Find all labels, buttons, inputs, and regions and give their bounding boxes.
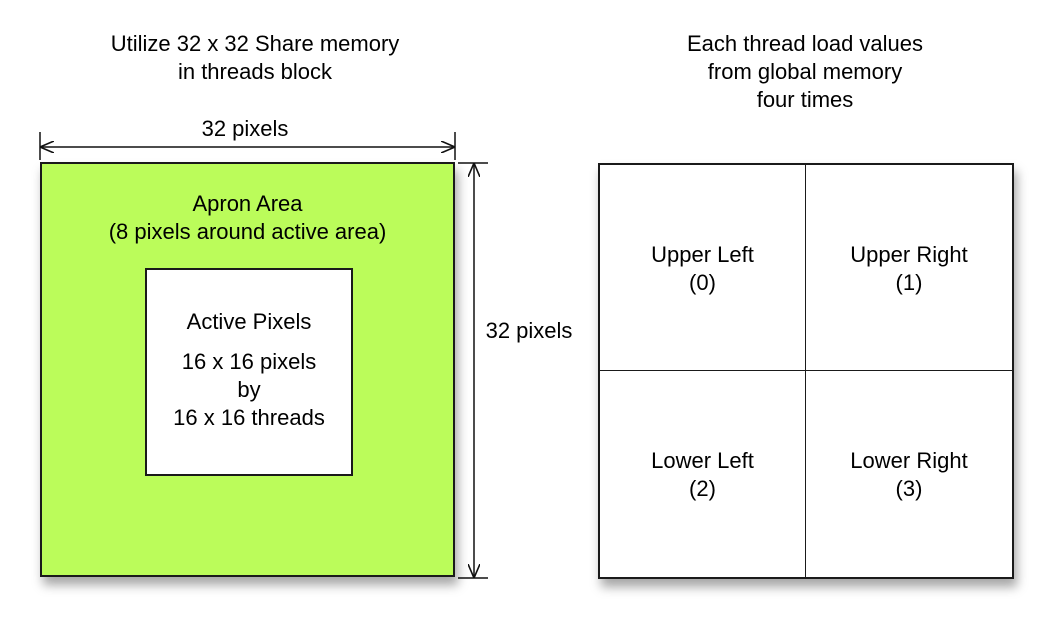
apron-title: Apron Area: [192, 191, 303, 216]
right-caption-line2: from global memory: [707, 59, 903, 84]
height-dimension-label: 32 pixels: [485, 318, 573, 343]
right-caption-line3: four times: [756, 87, 854, 112]
right-caption: Each thread load values from global memo…: [620, 30, 990, 114]
quadrant-index: (1): [895, 270, 923, 295]
apron-label: Apron Area (8 pixels around active area): [42, 190, 453, 246]
quadrant-index: (2): [689, 476, 716, 501]
active-detail: 16 x 16 pixels by 16 x 16 threads: [147, 348, 351, 432]
quadrant-index: (0): [689, 270, 716, 295]
active-title: Active Pixels: [186, 309, 312, 334]
quadrant-lower-left: Lower Left (2): [600, 371, 806, 577]
active-line1: 16 x 16 pixels: [181, 349, 317, 374]
quadrant-name: Lower Left: [651, 448, 754, 473]
left-caption: Utilize 32 x 32 Share memory in threads …: [80, 30, 430, 86]
quadrant-lower-right: Lower Right (3): [806, 371, 1012, 577]
width-dimension-label: 32 pixels: [201, 116, 289, 141]
quadrant-name: Upper Right: [850, 242, 968, 267]
active-line3: 16 x 16 threads: [173, 405, 325, 430]
quadrant-index: (3): [895, 476, 923, 501]
apron-area: Apron Area (8 pixels around active area)…: [40, 162, 455, 577]
quadrant-grid: Upper Left (0) Upper Right (1) Lower Lef…: [598, 163, 1014, 579]
quadrant-upper-right: Upper Right (1): [806, 165, 1012, 371]
left-caption-line2: in threads block: [177, 59, 333, 84]
right-caption-line1: Each thread load values: [686, 31, 924, 56]
left-caption-line1: Utilize 32 x 32 Share memory: [110, 31, 400, 56]
active-pixels-area: Active Pixels 16 x 16 pixels by 16 x 16 …: [145, 268, 353, 476]
quadrant-upper-left: Upper Left (0): [600, 165, 806, 371]
apron-subtitle: (8 pixels around active area): [108, 219, 387, 244]
active-line2: by: [237, 377, 261, 402]
quadrant-name: Upper Left: [651, 242, 754, 267]
quadrant-name: Lower Right: [850, 448, 968, 473]
